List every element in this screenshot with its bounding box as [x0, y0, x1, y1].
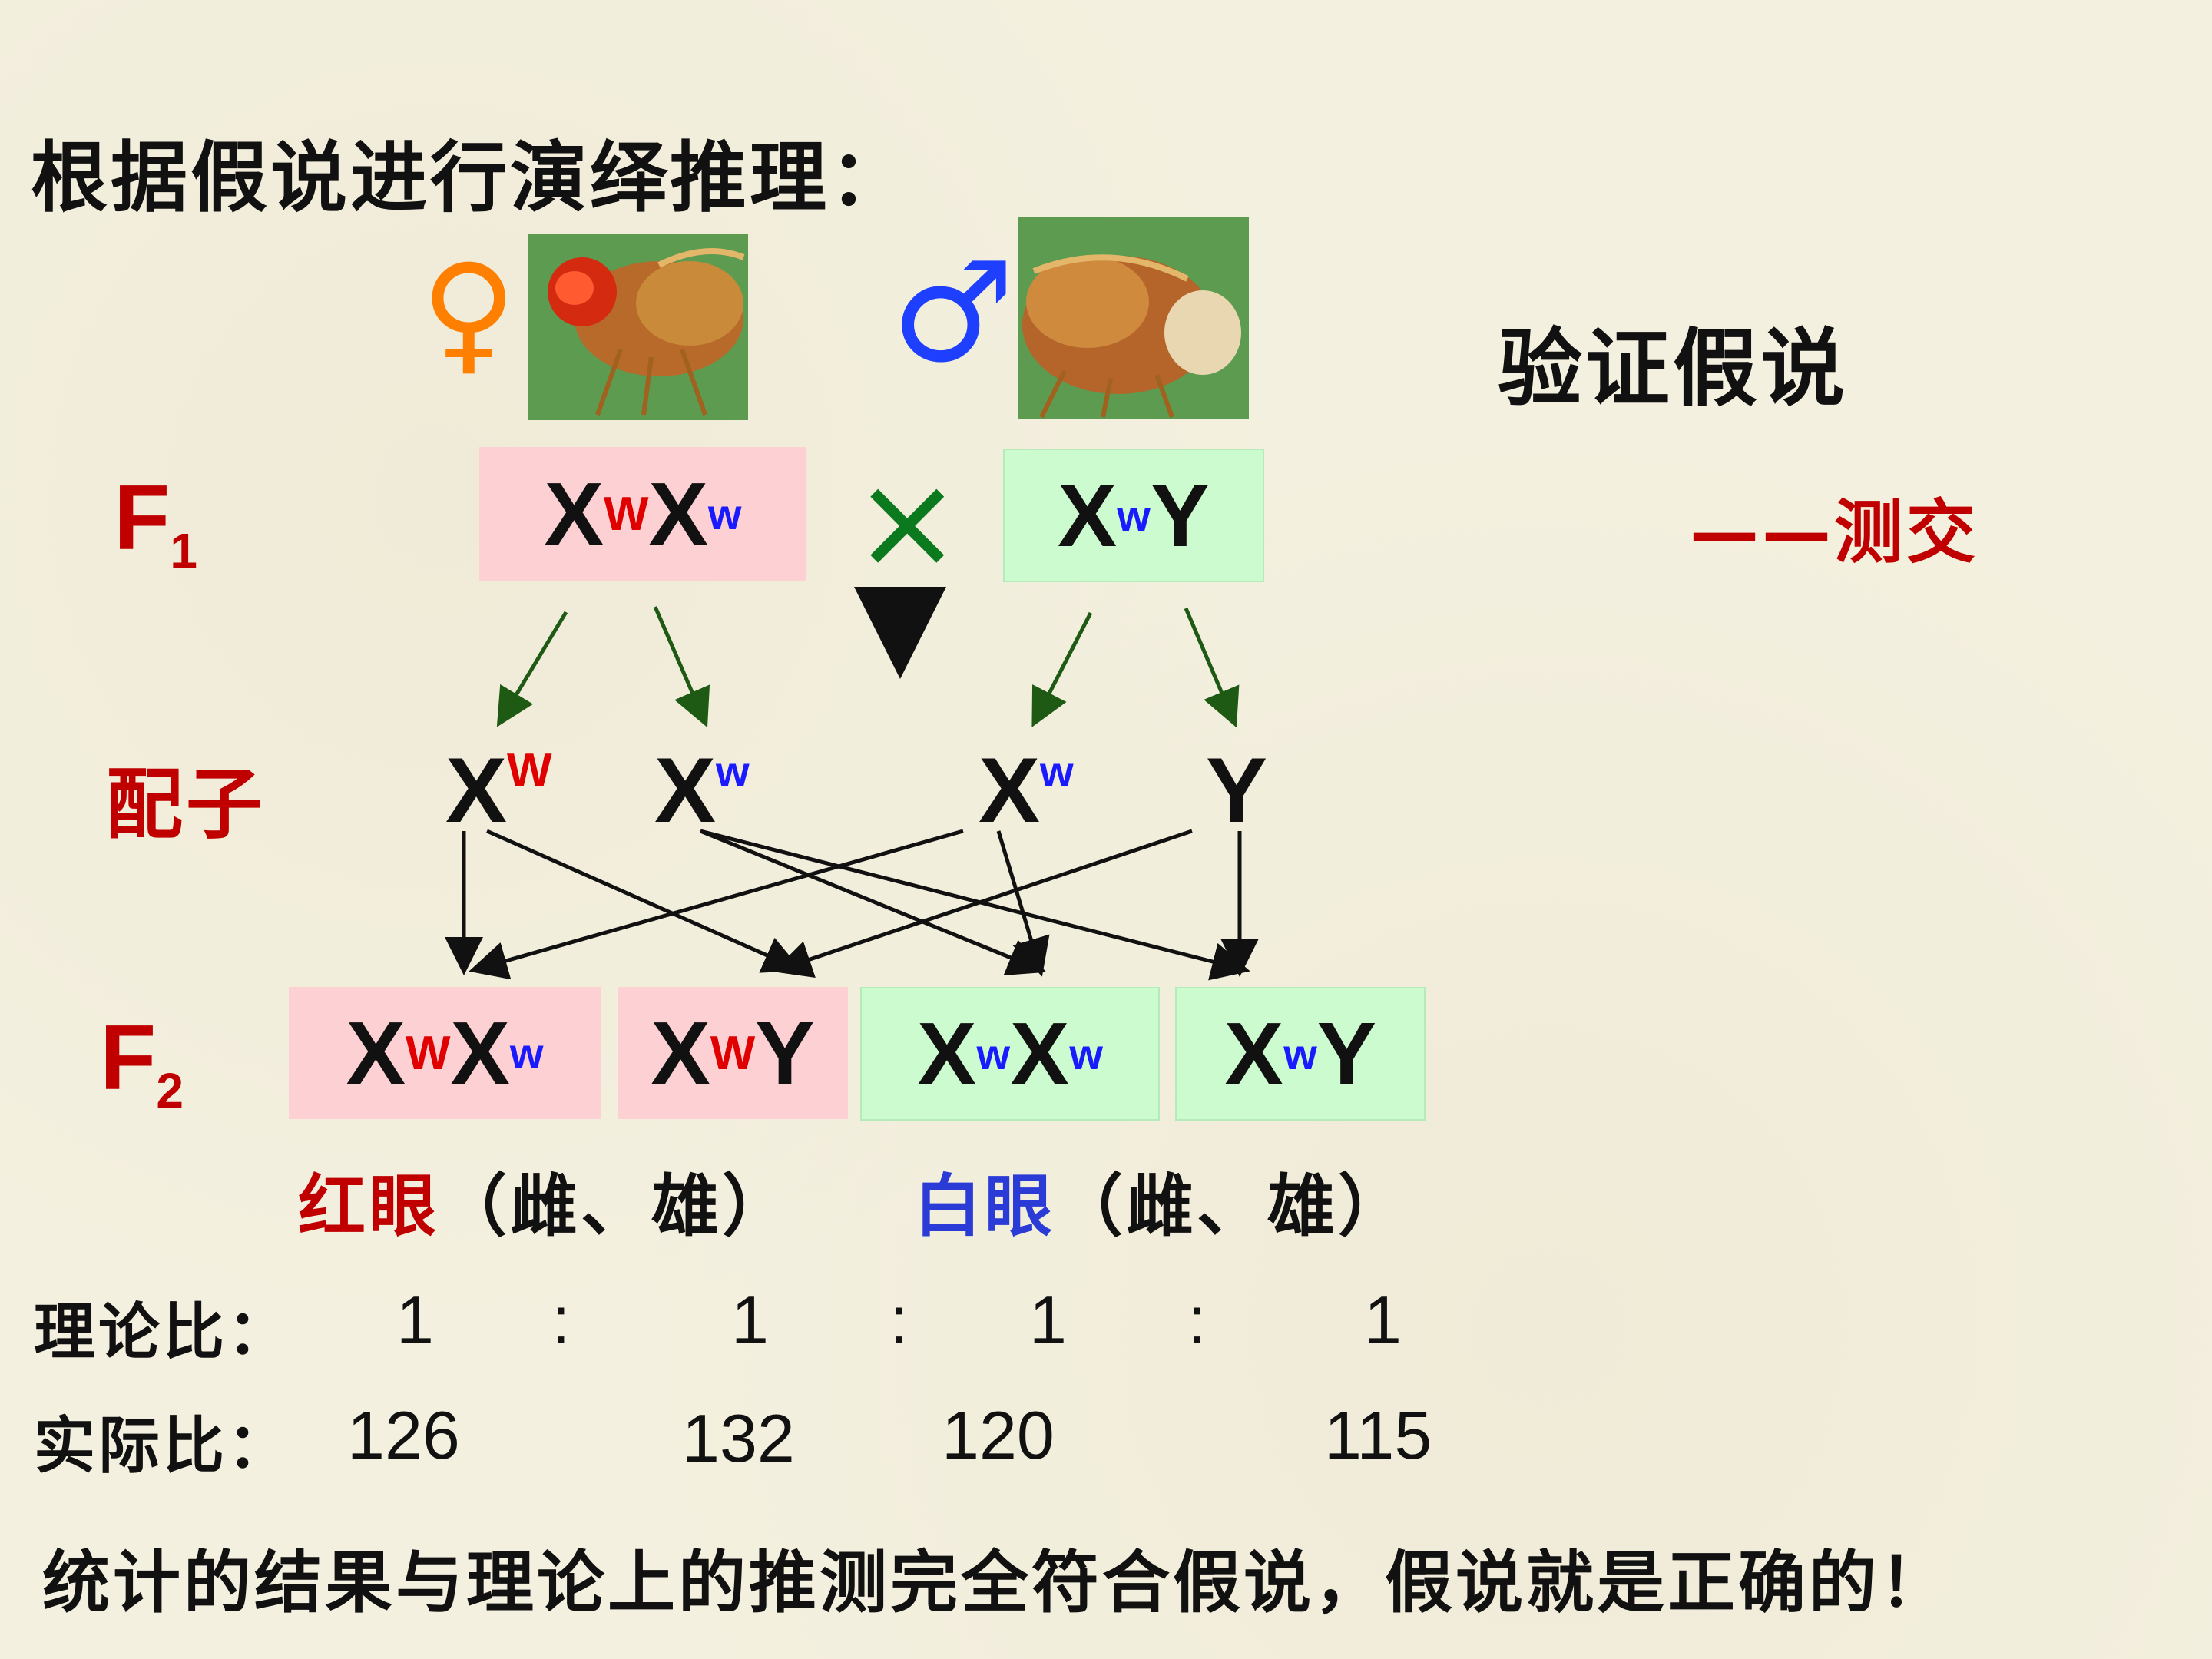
genotype-y: Y — [755, 1002, 814, 1104]
theory-ratio-label: 理论比： — [34, 1283, 292, 1372]
genotype-x: X — [651, 1002, 710, 1104]
theory-separator-3: : — [1187, 1281, 1206, 1359]
arrow-xw-to-f2-4 — [700, 831, 1243, 969]
allele-recessive: w — [510, 1028, 544, 1078]
theory-separator-1: : — [551, 1281, 570, 1359]
theory-separator-2: : — [889, 1281, 908, 1359]
allele-recessive: w — [1069, 1029, 1103, 1079]
red-eye-sex-label: （雌、雄） — [439, 1167, 793, 1246]
genotype-x: X — [1010, 1002, 1069, 1105]
f2-generation-label: F2 — [100, 1005, 184, 1119]
actual-value-3: 120 — [942, 1396, 1055, 1475]
allele-dominant: W — [710, 1026, 756, 1081]
white-eye-label: 白眼 — [914, 1167, 1055, 1246]
arrow-f1-female-to-gamete-2 — [655, 607, 704, 720]
genotype-x: X — [450, 1002, 509, 1104]
red-eye-label: 红眼 — [298, 1167, 439, 1246]
actual-value-4: 115 — [1324, 1396, 1432, 1475]
allele-recessive: w — [976, 1029, 1010, 1079]
genotype-x: X — [346, 1002, 406, 1104]
white-eye-sex-label: （雌、雄） — [1055, 1167, 1409, 1246]
arrow-male-x-to-f2-3 — [998, 831, 1040, 969]
actual-value-1: 126 — [347, 1396, 460, 1475]
theory-value-3: 1 — [1029, 1281, 1067, 1359]
genotype-y: Y — [1317, 1002, 1376, 1105]
phenotype-red-eye: 红眼（雌、雄） — [298, 1152, 793, 1250]
f2-label-letter: F — [100, 1006, 156, 1109]
phenotype-white-eye: 白眼（雌、雄） — [914, 1152, 1409, 1250]
actual-value-2: 132 — [682, 1399, 795, 1478]
genotype-x: X — [1224, 1002, 1283, 1105]
arrow-f1-female-to-gamete-1 — [501, 612, 566, 720]
genotype-x: X — [917, 1002, 976, 1105]
conclusion-text: 统计的结果与理论上的推测完全符合假说，假说就是正确的！ — [42, 1528, 1950, 1626]
actual-ratio-label: 实际比： — [34, 1396, 292, 1485]
allele-recessive: w — [1283, 1029, 1317, 1079]
arrow-f1-male-to-gamete-2 — [1186, 608, 1233, 720]
f2-label-subscript: 2 — [156, 1063, 184, 1118]
allele-dominant: W — [406, 1026, 451, 1081]
theory-value-1: 1 — [396, 1281, 434, 1359]
arrow-male-x-to-f2-1 — [476, 831, 963, 969]
arrow-f1-male-to-gamete-1 — [1035, 613, 1091, 720]
theory-value-2: 1 — [731, 1281, 769, 1359]
theory-value-4: 1 — [1364, 1281, 1402, 1359]
